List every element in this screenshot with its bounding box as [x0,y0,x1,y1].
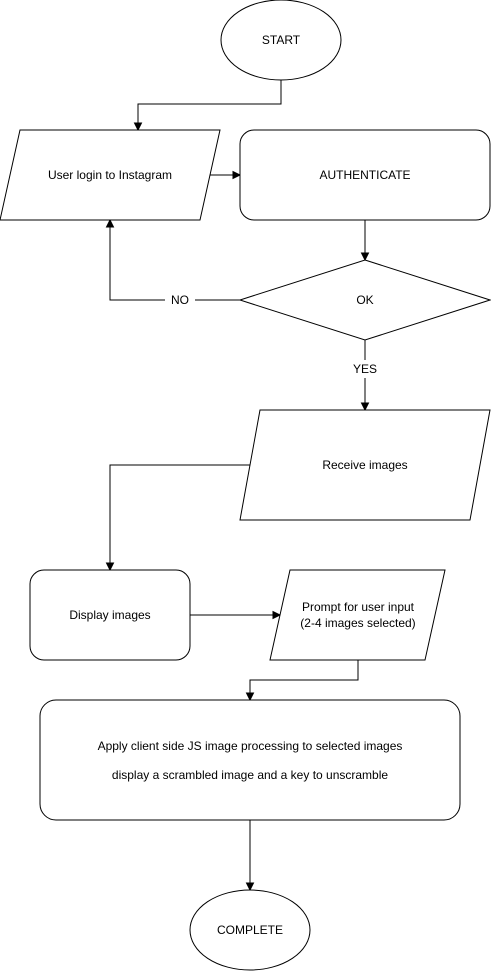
authenticate-box [239,129,491,221]
login-parallelogram [0,129,221,221]
arrow-into-receive [360,402,370,412]
process-label-line2: display a scrambled image and a key to u… [112,768,388,782]
prompt-parallelogram [269,569,446,661]
arrow-into-authenticate [232,170,242,180]
arrow-into-ok [360,252,370,262]
edge-ok-no-to-login [109,226,240,301]
node-receive: Receive images [239,409,491,521]
node-authenticate: AUTHENTICATE [239,129,491,221]
edge-receive-to-display [109,464,250,564]
process-label-line1: Apply client side JS image processing to… [98,739,403,753]
edge-prompt-to-process [249,660,359,694]
arrow-into-process [245,692,255,702]
arrow-into-prompt [272,610,282,620]
node-ok: OK [238,259,491,341]
node-prompt: Prompt for user input (2-4 images select… [269,569,446,661]
display-box [29,569,191,661]
edges [105,80,382,892]
receive-label: Receive images [322,458,407,472]
edge-label-no: NO [171,293,189,307]
process-box [39,699,461,821]
arrow-into-login [133,122,143,132]
login-label: User login to Instagram [48,168,172,182]
edge-label-yes: YES [353,362,377,376]
receive-parallelogram [239,409,491,521]
authenticate-label: AUTHENTICATE [319,168,410,182]
display-label: Display images [69,608,150,622]
node-login: User login to Instagram [0,129,221,221]
node-process: Apply client side JS image processing to… [39,699,461,821]
arrow-into-display [105,562,115,572]
arrow-into-complete [245,882,255,892]
edge-start-to-login [137,80,282,124]
prompt-label-line1: Prompt for user input [302,600,415,614]
no-label-bg [165,291,195,309]
complete-ellipse [189,889,311,971]
start-ellipse [220,0,342,81]
node-display: Display images [29,569,191,661]
start-label: START [262,33,301,47]
yes-label-bg [348,360,382,378]
node-complete: COMPLETE [189,889,311,971]
arrow-into-login-bottom [105,218,115,228]
complete-label: COMPLETE [217,923,283,937]
ok-diamond [238,259,491,341]
ok-label: OK [356,293,373,307]
node-start: START [220,0,342,81]
prompt-label-line2: (2-4 images selected) [300,616,415,630]
